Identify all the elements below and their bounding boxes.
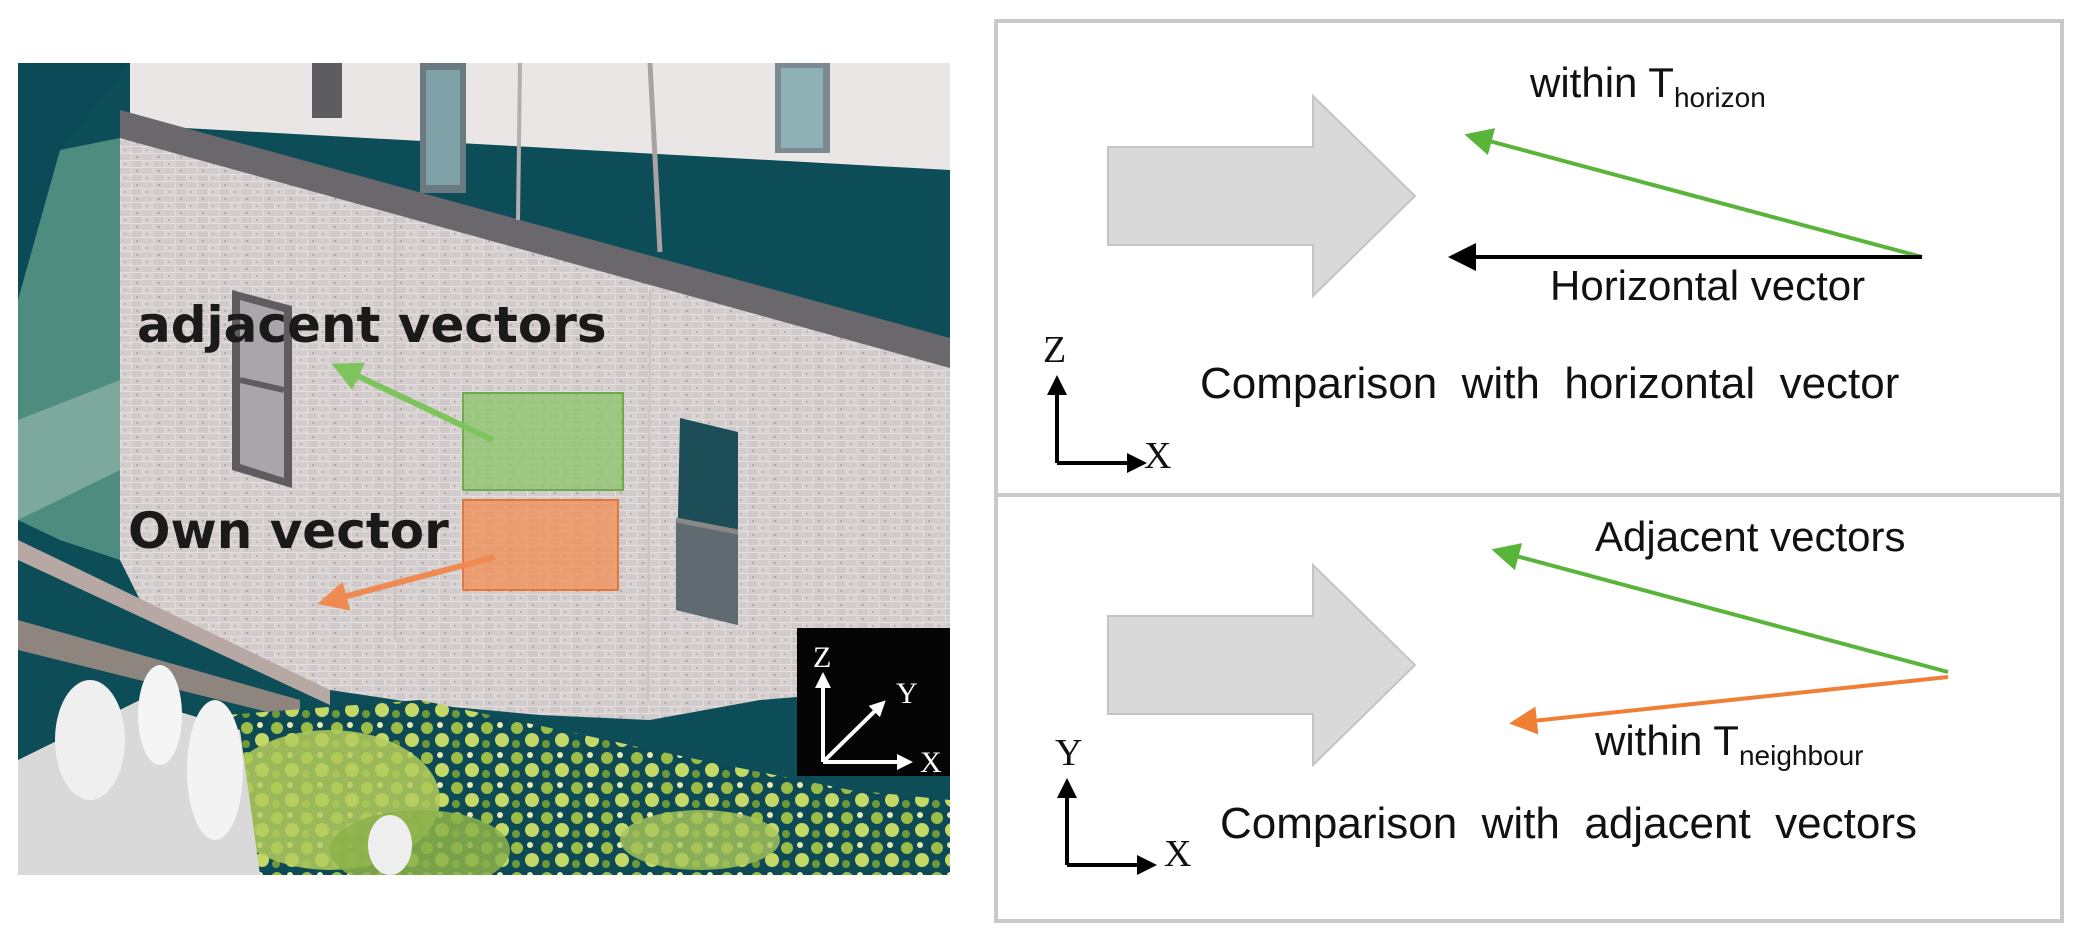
- label-adjacent-vectors: adjacent vectors: [137, 296, 607, 354]
- balcony-ledge: [18, 540, 330, 705]
- adjacent-vectors-arrow: [1491, 543, 1949, 674]
- horizontal-vector-label: Horizontal vector: [1550, 262, 1865, 309]
- within-neighbour-vector: [1509, 675, 1949, 735]
- bottom-caption: Comparison with adjacent vectors: [1220, 799, 1917, 848]
- inset-axis-x: X: [920, 746, 942, 779]
- within-horizon-label: within Thorizon: [1529, 59, 1766, 113]
- inset-axis-y: Y: [896, 677, 918, 710]
- xy-axes-icon: [1057, 778, 1157, 875]
- own-patch: [462, 499, 619, 591]
- roof-overhang: [120, 110, 950, 368]
- within-neighbour-label: within Tneighbour: [1594, 717, 1864, 771]
- xz-axes-icon: [1047, 375, 1147, 473]
- bottom-panel: Adjacent vectors within Tneighbour Compa…: [1055, 513, 1949, 875]
- block-arrow-bottom: [1107, 562, 1417, 768]
- adjacent-vector-arrow: [331, 362, 495, 443]
- within-horizon-vector: [1464, 128, 1923, 259]
- label-own-vector: Own vector: [128, 502, 449, 560]
- bottom-axis-y: Y: [1055, 732, 1082, 774]
- block-arrow-top: [1107, 93, 1417, 299]
- adjacent-patch: [462, 392, 624, 491]
- point-cloud-photo: adjacent vectors Own vector Z Y X: [18, 63, 950, 875]
- top-axis-x: X: [1144, 435, 1171, 477]
- top-panel: within Thorizon Horizontal vector Compar…: [1043, 59, 1923, 477]
- adjacent-vectors-label: Adjacent vectors: [1595, 513, 1906, 560]
- own-vector-arrow: [317, 554, 496, 611]
- axes-inset-icon: [815, 672, 913, 770]
- top-caption: Comparison with horizontal vector: [1200, 359, 1899, 408]
- inset-axis-z: Z: [813, 641, 831, 674]
- top-axis-z: Z: [1043, 329, 1066, 371]
- bottom-axis-x: X: [1164, 833, 1191, 875]
